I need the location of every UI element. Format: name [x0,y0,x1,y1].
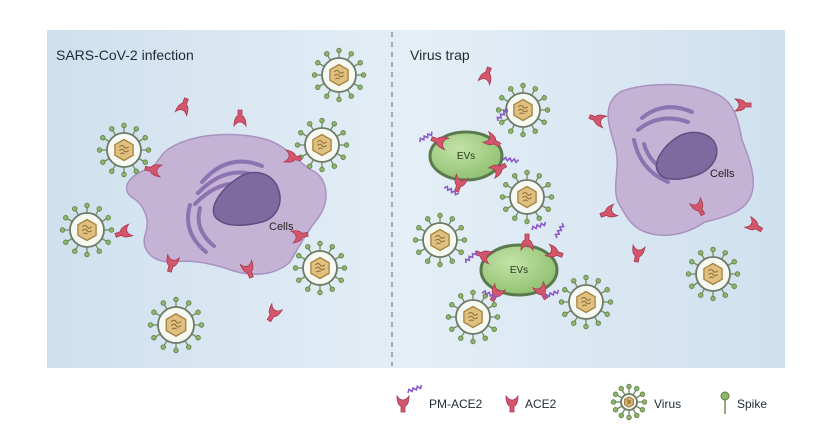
virus-icon [499,169,555,225]
pm-ace2-receptor-icon [396,394,410,413]
virus-icon [558,274,614,330]
ace2-receptor-icon [239,258,254,279]
left-nucleus [212,171,281,226]
ace2-receptor-icon [688,196,706,217]
spike-icon [720,391,730,414]
virus-icon [96,122,152,178]
ace2-receptor-icon [289,230,309,244]
legend-pm-ace2-label: PM-ACE2 [429,397,483,411]
ace2-receptor-icon [487,162,508,180]
ace2-receptor-icon [543,243,564,258]
virus-icon [610,383,648,421]
pm-ace2-chain [443,185,460,196]
ace2-receptor-icon [114,223,135,238]
virus-icon [445,289,501,345]
virus-icon [685,246,741,302]
legend-ace2-label: ACE2 [525,397,557,411]
ace2-receptor-icon [588,114,609,129]
ace2-receptor-icon [481,130,502,148]
right-panel-title: Virus trap [410,47,470,63]
virus-icon [311,47,367,103]
right-nucleus [655,131,718,180]
ace2-receptor-icon [174,97,189,118]
pm-ace2-chain [554,222,565,239]
ev-2 [479,243,559,297]
pm-ace2-chain-icon [407,384,423,394]
pm-ace2-chain [464,250,477,264]
ace2-receptor-icon [599,203,620,218]
legend-virus-label: Virus [654,397,682,411]
pm-ace2-chain [531,221,547,231]
legend [396,383,730,421]
ace2-receptor-icon [233,109,247,128]
ace2-receptor-icon [166,253,181,273]
ace2-receptor-icon [474,250,495,265]
ace2-receptor-icon [733,98,752,112]
ace2-receptor-icon [632,243,646,263]
ace2-receptor-icon [144,164,164,178]
pm-ace2-icon [396,384,423,413]
pm-ace2-chain [502,156,520,164]
ace2-receptor-icon [477,66,492,87]
left-panel-title: SARS-CoV-2 infection [56,47,194,63]
pm-ace2-chain [496,107,509,122]
virus-icon [292,240,348,296]
ev-2-label: EVs [510,265,528,276]
left-cell [125,133,327,275]
ace2-receptor-icon [282,149,302,163]
left-cell-label: Cells [269,221,294,233]
pm-ace2-chain [419,131,433,143]
right-cell-label: Cells [710,168,735,180]
virus-icon [412,212,468,268]
virus-icon [294,117,350,173]
ace2-receptor-icon [454,172,469,193]
virus-icon [495,82,551,138]
ace2-receptor-icon [430,136,451,151]
ace2-receptor-icon [531,280,549,301]
ev-1-label: EVs [457,151,475,162]
pm-ace2-chain [481,289,498,299]
ace2-receptor-icon [743,215,764,233]
ace2-receptor-icon [520,233,534,252]
virus-icon [147,296,205,354]
pm-ace2-chain [544,289,560,299]
right-cell [607,83,754,236]
ace2-receptor-icon [266,302,284,323]
ace2-icon [505,394,519,413]
legend-spike-label: Spike [737,397,768,411]
virus-icon [59,202,115,258]
